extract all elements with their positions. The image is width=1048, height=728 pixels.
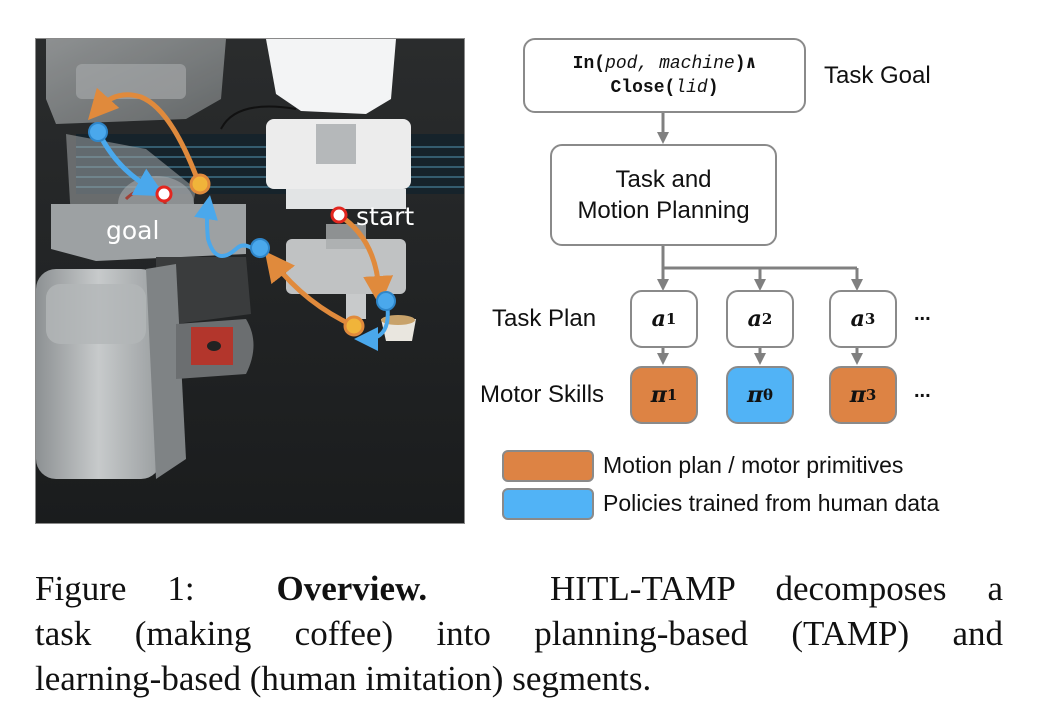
legend-swatch-blue [502, 488, 594, 520]
motion-plan-path [87, 87, 201, 182]
caption-line-2: task (making coffee) into planning-based… [35, 614, 1003, 653]
start-point [330, 206, 348, 224]
start-label: start [356, 202, 414, 231]
motor-skills-label: Motor Skills [480, 381, 605, 408]
branch-connector [661, 246, 857, 270]
waypoint-policy [376, 291, 396, 311]
motion-plan-path [337, 212, 394, 306]
goal-predicate-close: Close(lid) [610, 77, 719, 98]
task-goal-box: In(pod, machine)∧ Close(lid) [523, 38, 806, 113]
legend-label-policy: Policies trained from human data [603, 490, 940, 516]
task-goal-label: Task Goal [824, 62, 931, 89]
motion-plan-path [264, 251, 356, 329]
tamp-box: Task and Motion Planning [550, 144, 777, 246]
figure-caption: Figure 1: Overview. HITL-TAMP decomposes… [35, 566, 1003, 701]
scene-photo: goal start [35, 38, 465, 524]
legend-swatch-orange [502, 450, 594, 482]
caption-line-3: learning-based (human imitation) segment… [35, 659, 652, 698]
task-plan-ellipsis: ... [914, 303, 931, 325]
caption-bold-title: Overview. [276, 569, 428, 608]
task-plan-label: Task Plan [492, 305, 597, 332]
policy-path [194, 195, 263, 259]
robot-arm [220, 39, 416, 341]
waypoint-policy [250, 238, 270, 258]
waypoint-plan [343, 315, 365, 337]
caption-line-1-rest: HITL-TAMP decomposes a [550, 569, 1004, 608]
tamp-line-1: Task and [615, 166, 712, 193]
coffee-machine-lid [46, 39, 226, 124]
waypoint-plan [189, 173, 211, 195]
goal-point [155, 185, 173, 203]
trajectory-overlay [87, 87, 396, 351]
legend-label-motion-plan: Motion plan / motor primitives [603, 452, 904, 478]
motor-skills-ellipsis: ... [914, 380, 931, 402]
caption-line-1: Figure 1: Overview. HITL-TAMP decomposes… [35, 566, 1003, 611]
caption-prefix: Figure 1: [35, 569, 195, 608]
goal-predicate-in: In(pod, machine)∧ [572, 53, 757, 74]
waypoint-policy [88, 122, 108, 142]
tamp-line-2: Motion Planning [577, 197, 750, 224]
goal-label: goal [106, 216, 159, 245]
coffee-machine [36, 204, 254, 479]
scene-illustration: goal start [36, 39, 464, 523]
